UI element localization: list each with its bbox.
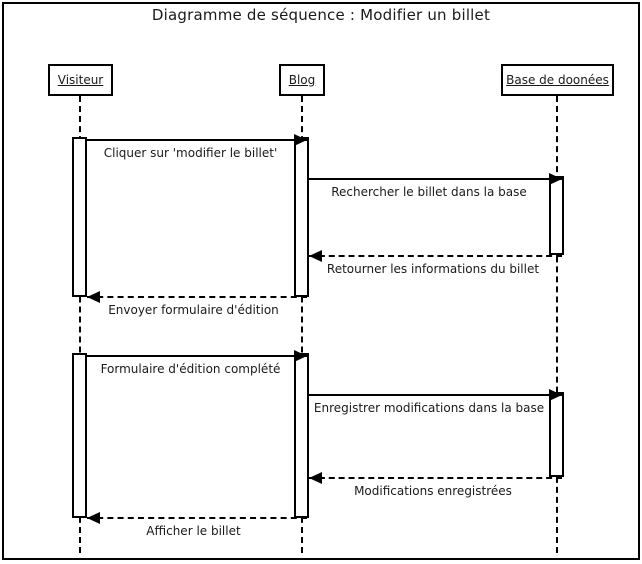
activation-base-2[interactable]	[549, 392, 564, 477]
arrow-head-right-icon	[549, 389, 562, 401]
message-label-formulaire-complete: Formulaire d'édition complété	[100, 362, 281, 376]
message-label-rechercher-billet: Rechercher le billet dans la base	[331, 185, 527, 199]
arrow-head-left-icon	[309, 250, 322, 262]
activation-blog-1[interactable]	[294, 137, 309, 297]
arrow-head-right-icon	[294, 134, 307, 146]
message-label-cliquer-modifier: Cliquer sur 'modifier le billet'	[103, 146, 278, 160]
message-line-envoyer-formulaire[interactable]	[87, 296, 307, 298]
message-line-afficher-billet[interactable]	[87, 517, 307, 519]
message-line-cliquer-modifier[interactable]	[87, 139, 307, 141]
message-label-afficher-billet: Afficher le billet	[146, 524, 241, 538]
message-line-retourner-informations[interactable]	[309, 255, 562, 257]
lifeline-label-base: Base de doonées	[506, 73, 609, 87]
lifeline-head-base[interactable]: Base de doonées	[501, 64, 614, 96]
lifeline-head-blog[interactable]: Blog	[279, 64, 325, 96]
message-line-formulaire-complete[interactable]	[87, 355, 307, 357]
lifeline-visiteur	[79, 96, 81, 553]
lifeline-blog	[301, 96, 303, 553]
lifeline-label-visiteur: Visiteur	[57, 73, 104, 87]
message-label-enregistrer-modifications: Enregistrer modifications dans la base	[313, 401, 545, 415]
message-line-modifications-enregistrees[interactable]	[309, 477, 562, 479]
message-label-retourner-informations: Retourner les informations du billet	[326, 262, 540, 276]
arrow-head-right-icon	[294, 350, 307, 362]
activation-blog-2[interactable]	[294, 353, 309, 518]
message-label-envoyer-formulaire: Envoyer formulaire d'édition	[108, 303, 279, 317]
message-line-enregistrer-modifications[interactable]	[309, 394, 562, 396]
arrow-head-left-icon	[309, 472, 322, 484]
message-line-rechercher-billet[interactable]	[309, 178, 562, 180]
message-label-modifications-enregistrees: Modifications enregistrées	[354, 484, 512, 498]
activation-base-1[interactable]	[549, 176, 564, 255]
activation-visiteur-1[interactable]	[72, 137, 87, 297]
arrow-head-right-icon	[549, 173, 562, 185]
diagram-title: Diagramme de séquence : Modifier un bill…	[151, 6, 491, 24]
arrow-head-left-icon	[87, 512, 100, 524]
lifeline-label-blog: Blog	[288, 73, 316, 87]
lifeline-base	[556, 96, 558, 553]
arrow-head-left-icon	[87, 291, 100, 303]
lifeline-head-visiteur[interactable]: Visiteur	[48, 64, 113, 96]
activation-visiteur-2[interactable]	[72, 353, 87, 518]
